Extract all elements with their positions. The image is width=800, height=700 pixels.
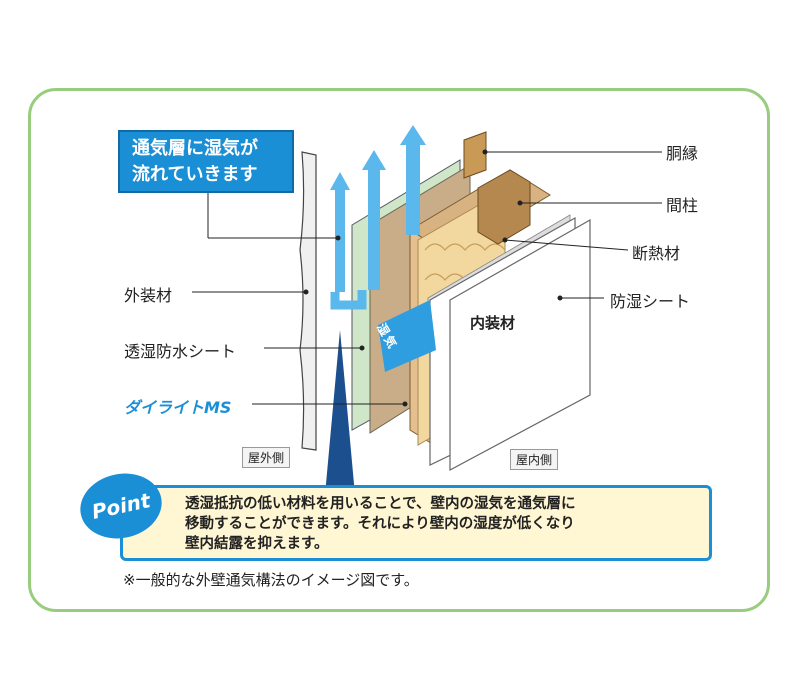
interior-board-2 xyxy=(449,218,591,472)
furring-strip xyxy=(463,131,487,179)
insulation-texture xyxy=(424,243,506,251)
callout-line-1: 通気層に湿気が xyxy=(132,138,258,159)
callout-line-2: 流れていきます xyxy=(132,164,258,185)
moisture-band xyxy=(378,300,436,372)
point-line-1: 透湿抵抗の低い材料を用いることで、壁内の湿気を通気層に xyxy=(185,496,576,512)
point-line-3: 壁内結露を抑えます。 xyxy=(185,536,329,552)
label-mabashira: 間柱 xyxy=(666,196,699,215)
point-box: 透湿抵抗の低い材料を用いることで、壁内の湿気を通気層に 移動することができます。… xyxy=(120,485,712,561)
label-brand: ダイライトMS xyxy=(124,398,232,417)
airflow-callout: 通気層に湿気が 流れていきます xyxy=(118,130,294,193)
airflow-arrow-2 xyxy=(362,150,386,290)
tag-okugai: 屋外側 xyxy=(242,447,291,468)
airflow-loop xyxy=(330,290,367,310)
point-pointer xyxy=(325,330,355,495)
exterior-cladding xyxy=(299,151,317,451)
label-dannetsuzai: 断熱材 xyxy=(632,244,681,263)
point-line-2: 移動することができます。それにより壁内の湿度が低くなり xyxy=(185,516,575,532)
footnote: ※一般的な外壁通気構法のイメージ図です。 xyxy=(123,571,419,589)
label-boshitsu-sheet: 防湿シート xyxy=(610,292,691,311)
leader-lines xyxy=(192,151,662,405)
label-gaisouzai: 外装材 xyxy=(124,286,173,305)
tag-okunai: 屋内側 xyxy=(510,449,559,470)
label-toshitsu-sheet: 透湿防水シート xyxy=(124,342,237,361)
leader-dots xyxy=(303,149,563,407)
label-dobuchi: 胴縁 xyxy=(666,144,699,163)
airflow-arrow-1 xyxy=(330,172,350,292)
stud-block xyxy=(477,169,531,245)
airflow-arrow-3 xyxy=(400,125,426,235)
outer-frame xyxy=(28,88,770,612)
label-naisouzai: 内装材 xyxy=(470,314,516,332)
